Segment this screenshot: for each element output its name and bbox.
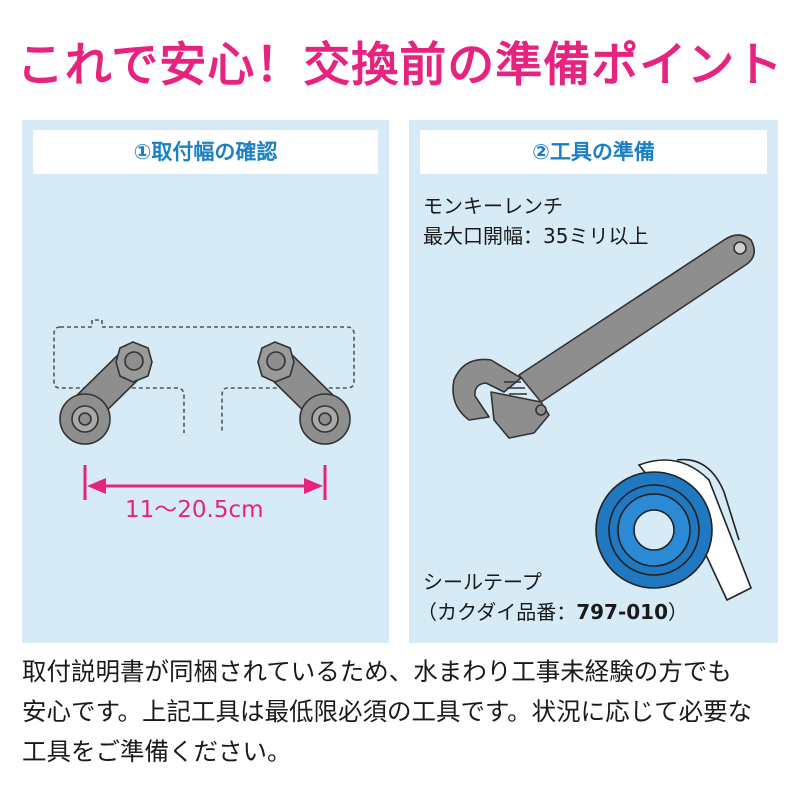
tape-label-line2: （カクダイ品番：797-010） [417,598,688,626]
monkey-wrench-illustration [452,234,755,439]
tools-illustration [452,234,755,602]
description-line-1: 取付説明書が同梱されているため、水まわり工事未経験の方でも [22,657,732,686]
panel-header-tools: ②工具の準備 [420,130,767,174]
wrench-label-line2: 最大口開幅：35ミリ以上 [423,224,649,248]
panel-mount-width: ①取付幅の確認 [22,120,389,643]
description-line-2: 安心です。上記工具は最低限必須の工具です。状況に応じて必要な [22,697,753,726]
measurement-arrow [83,465,327,500]
panel-header-mount-width: ①取付幅の確認 [33,130,378,174]
right-leg [257,341,351,445]
tape-product-code: 797-010 [576,600,668,624]
measurement-label: 11～20.5cm [125,497,264,523]
wrench-label-line1: モンキーレンチ [423,194,563,218]
tape-label-suffix: ） [668,600,688,624]
panel-tools: ②工具の準備 モンキーレンチ 最大口開幅：35ミリ以上 シールテープ （カクダイ… [409,120,778,643]
seal-tape-illustration [595,458,753,602]
description-text: 取付説明書が同梱されているため、水まわり工事未経験の方でも 安心です。上記工具は… [22,652,782,772]
page-title: これで安心！交換前の準備ポイント [16,38,784,93]
description-line-3: 工具をご準備ください。 [22,737,292,766]
faucet-legs-illustration [53,319,355,500]
tape-label-prefix: （カクダイ品番： [417,600,577,624]
left-leg [59,341,153,445]
tape-label-line1: シールテープ [423,570,542,594]
